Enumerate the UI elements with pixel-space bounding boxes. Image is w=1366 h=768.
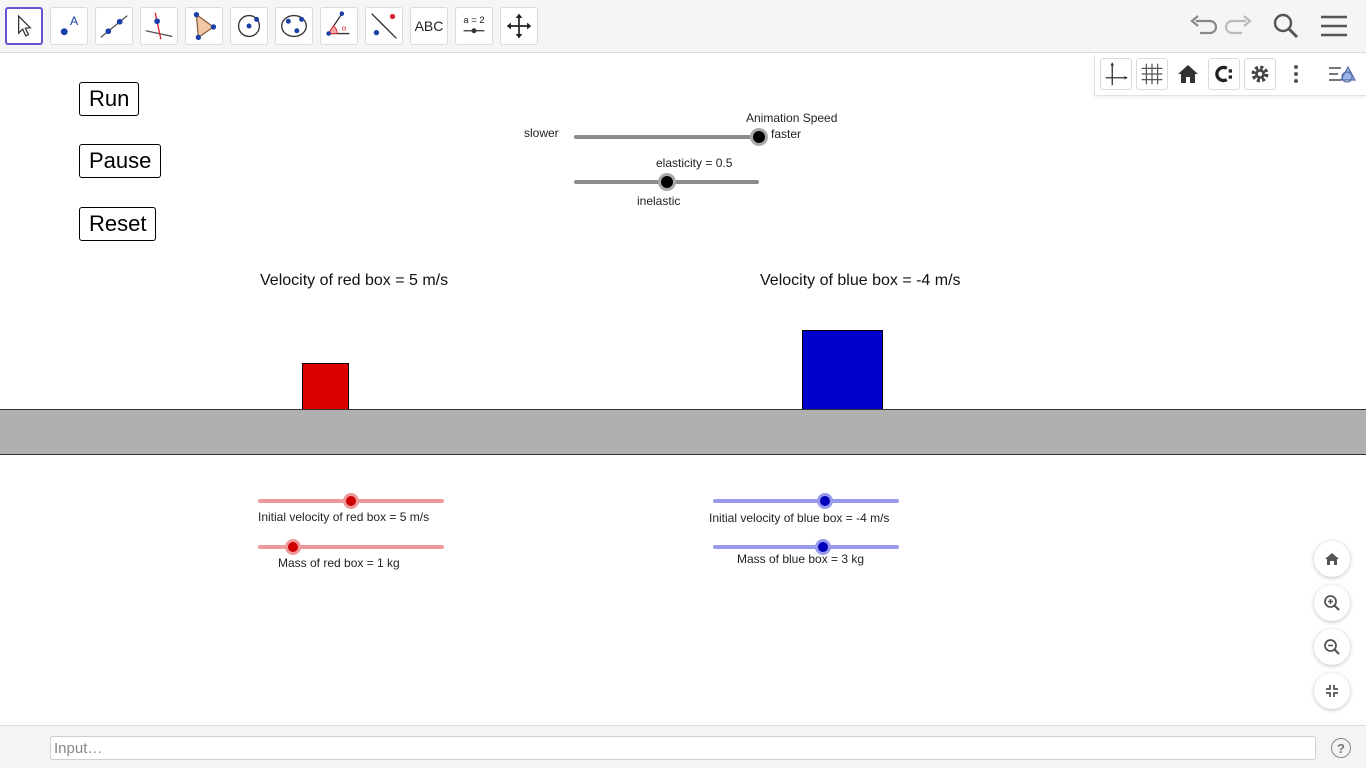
circle-tool[interactable] bbox=[230, 7, 268, 45]
point-tool-label: A bbox=[70, 14, 79, 28]
more-vert-icon bbox=[1294, 65, 1298, 83]
red-mass-label: Mass of red box = 1 kg bbox=[278, 556, 400, 570]
help-icon: ? bbox=[1337, 740, 1345, 756]
redo-button[interactable] bbox=[1223, 10, 1255, 42]
exit-fullscreen-button[interactable] bbox=[1314, 673, 1350, 709]
animation-speed-label: Animation Speed bbox=[746, 111, 838, 125]
ground-surface bbox=[0, 409, 1366, 455]
algebra-input-bar: ? bbox=[0, 725, 1366, 768]
menu-icon bbox=[1321, 15, 1347, 37]
red-velocity-text: Velocity of red box = 5 m/s bbox=[260, 272, 449, 289]
axes-icon bbox=[1105, 62, 1128, 86]
standard-view-zoom-button[interactable] bbox=[1314, 541, 1350, 577]
blue-mass-knob[interactable] bbox=[814, 539, 831, 555]
angle-tool[interactable]: α bbox=[320, 7, 358, 45]
move-graphics-tool[interactable] bbox=[500, 7, 538, 45]
elasticity-label: elasticity = 0.5 bbox=[656, 156, 733, 170]
line-tool[interactable] bbox=[95, 7, 133, 45]
grid-icon bbox=[1141, 63, 1163, 85]
polygon-icon bbox=[193, 11, 217, 41]
zoom-out-button[interactable] bbox=[1314, 629, 1350, 665]
input-help-button[interactable]: ? bbox=[1331, 738, 1351, 758]
undo-button[interactable] bbox=[1187, 10, 1219, 42]
move-tool[interactable] bbox=[5, 7, 43, 45]
red-box bbox=[302, 363, 349, 410]
blue-initial-velocity-track[interactable] bbox=[713, 499, 899, 503]
main-toolbar: A bbox=[0, 0, 1366, 53]
zoom-in-button[interactable] bbox=[1314, 585, 1350, 621]
point-capturing-icon bbox=[1215, 65, 1232, 83]
conic-tool[interactable] bbox=[275, 7, 313, 45]
slider-tool[interactable]: a = 2 bbox=[455, 7, 493, 45]
blue-initial-velocity-label: Initial velocity of blue box = -4 m/s bbox=[709, 511, 890, 525]
red-mass-track[interactable] bbox=[258, 545, 444, 549]
reset-button[interactable]: Reset bbox=[79, 207, 157, 241]
gear-icon bbox=[1251, 65, 1269, 83]
search-button[interactable] bbox=[1270, 10, 1302, 42]
perpendicular-line-tool[interactable] bbox=[140, 7, 178, 45]
search-icon bbox=[1273, 13, 1299, 39]
home-icon bbox=[1178, 65, 1198, 83]
more-options-button[interactable] bbox=[1280, 58, 1312, 90]
elasticity-knob[interactable] bbox=[657, 173, 676, 191]
text-tool[interactable]: ABC bbox=[410, 7, 448, 45]
point-capturing-button[interactable] bbox=[1208, 58, 1240, 90]
zoom-out-icon bbox=[1324, 639, 1340, 655]
pause-button[interactable]: Pause bbox=[79, 144, 162, 178]
text-tool-label: ABC bbox=[414, 18, 444, 34]
inelastic-label: inelastic bbox=[637, 194, 681, 208]
angle-icon: α bbox=[326, 11, 350, 36]
polygon-tool[interactable] bbox=[185, 7, 223, 45]
blue-mass-label: Mass of blue box = 3 kg bbox=[737, 552, 865, 566]
slower-label: slower bbox=[524, 126, 559, 140]
reflect-tool[interactable] bbox=[365, 7, 403, 45]
blue-initial-velocity-knob[interactable] bbox=[816, 493, 833, 509]
ellipse-icon bbox=[281, 14, 307, 38]
faster-label: faster bbox=[771, 127, 802, 141]
move-arrows-icon bbox=[506, 13, 532, 39]
standard-view-button[interactable] bbox=[1172, 58, 1204, 90]
animation-speed-knob[interactable] bbox=[750, 128, 768, 146]
blue-mass-track[interactable] bbox=[713, 545, 899, 549]
red-initial-velocity-knob[interactable] bbox=[343, 493, 359, 509]
toggle-stylebar-icon bbox=[1329, 65, 1357, 83]
zoom-in-icon bbox=[1324, 595, 1340, 611]
point-icon: A bbox=[60, 14, 79, 36]
reflect-line-icon bbox=[371, 13, 397, 39]
svg-text:α: α bbox=[342, 24, 347, 33]
home-icon bbox=[1325, 553, 1339, 565]
red-mass-knob[interactable] bbox=[285, 539, 302, 555]
cursor-arrow-icon bbox=[18, 14, 32, 37]
algebra-input-field[interactable] bbox=[50, 736, 1316, 760]
exit-fullscreen-icon bbox=[1326, 685, 1338, 697]
undo-icon bbox=[1190, 15, 1218, 35]
run-button[interactable]: Run bbox=[79, 82, 140, 116]
blue-velocity-text: Velocity of blue box = -4 m/s bbox=[760, 272, 961, 289]
redo-icon bbox=[1224, 15, 1252, 35]
blue-box bbox=[802, 330, 883, 410]
line-icon bbox=[100, 15, 128, 38]
toggle-grid-button[interactable] bbox=[1136, 58, 1168, 90]
graphics-style-bar bbox=[1094, 55, 1366, 96]
slider-tool-label: a = 2 bbox=[463, 15, 484, 26]
animation-speed-track[interactable] bbox=[574, 135, 759, 139]
red-initial-velocity-label: Initial velocity of red box = 5 m/s bbox=[258, 510, 430, 524]
toggle-axes-button[interactable] bbox=[1100, 58, 1132, 90]
point-tool[interactable]: A bbox=[50, 7, 88, 45]
toggle-stylebar-button[interactable] bbox=[1325, 58, 1357, 90]
slider-icon: a = 2 bbox=[463, 15, 485, 34]
main-menu-button[interactable] bbox=[1318, 10, 1350, 42]
circle-icon bbox=[237, 14, 261, 38]
graphics-settings-button[interactable] bbox=[1244, 58, 1276, 90]
perpendicular-line-icon bbox=[145, 12, 173, 40]
